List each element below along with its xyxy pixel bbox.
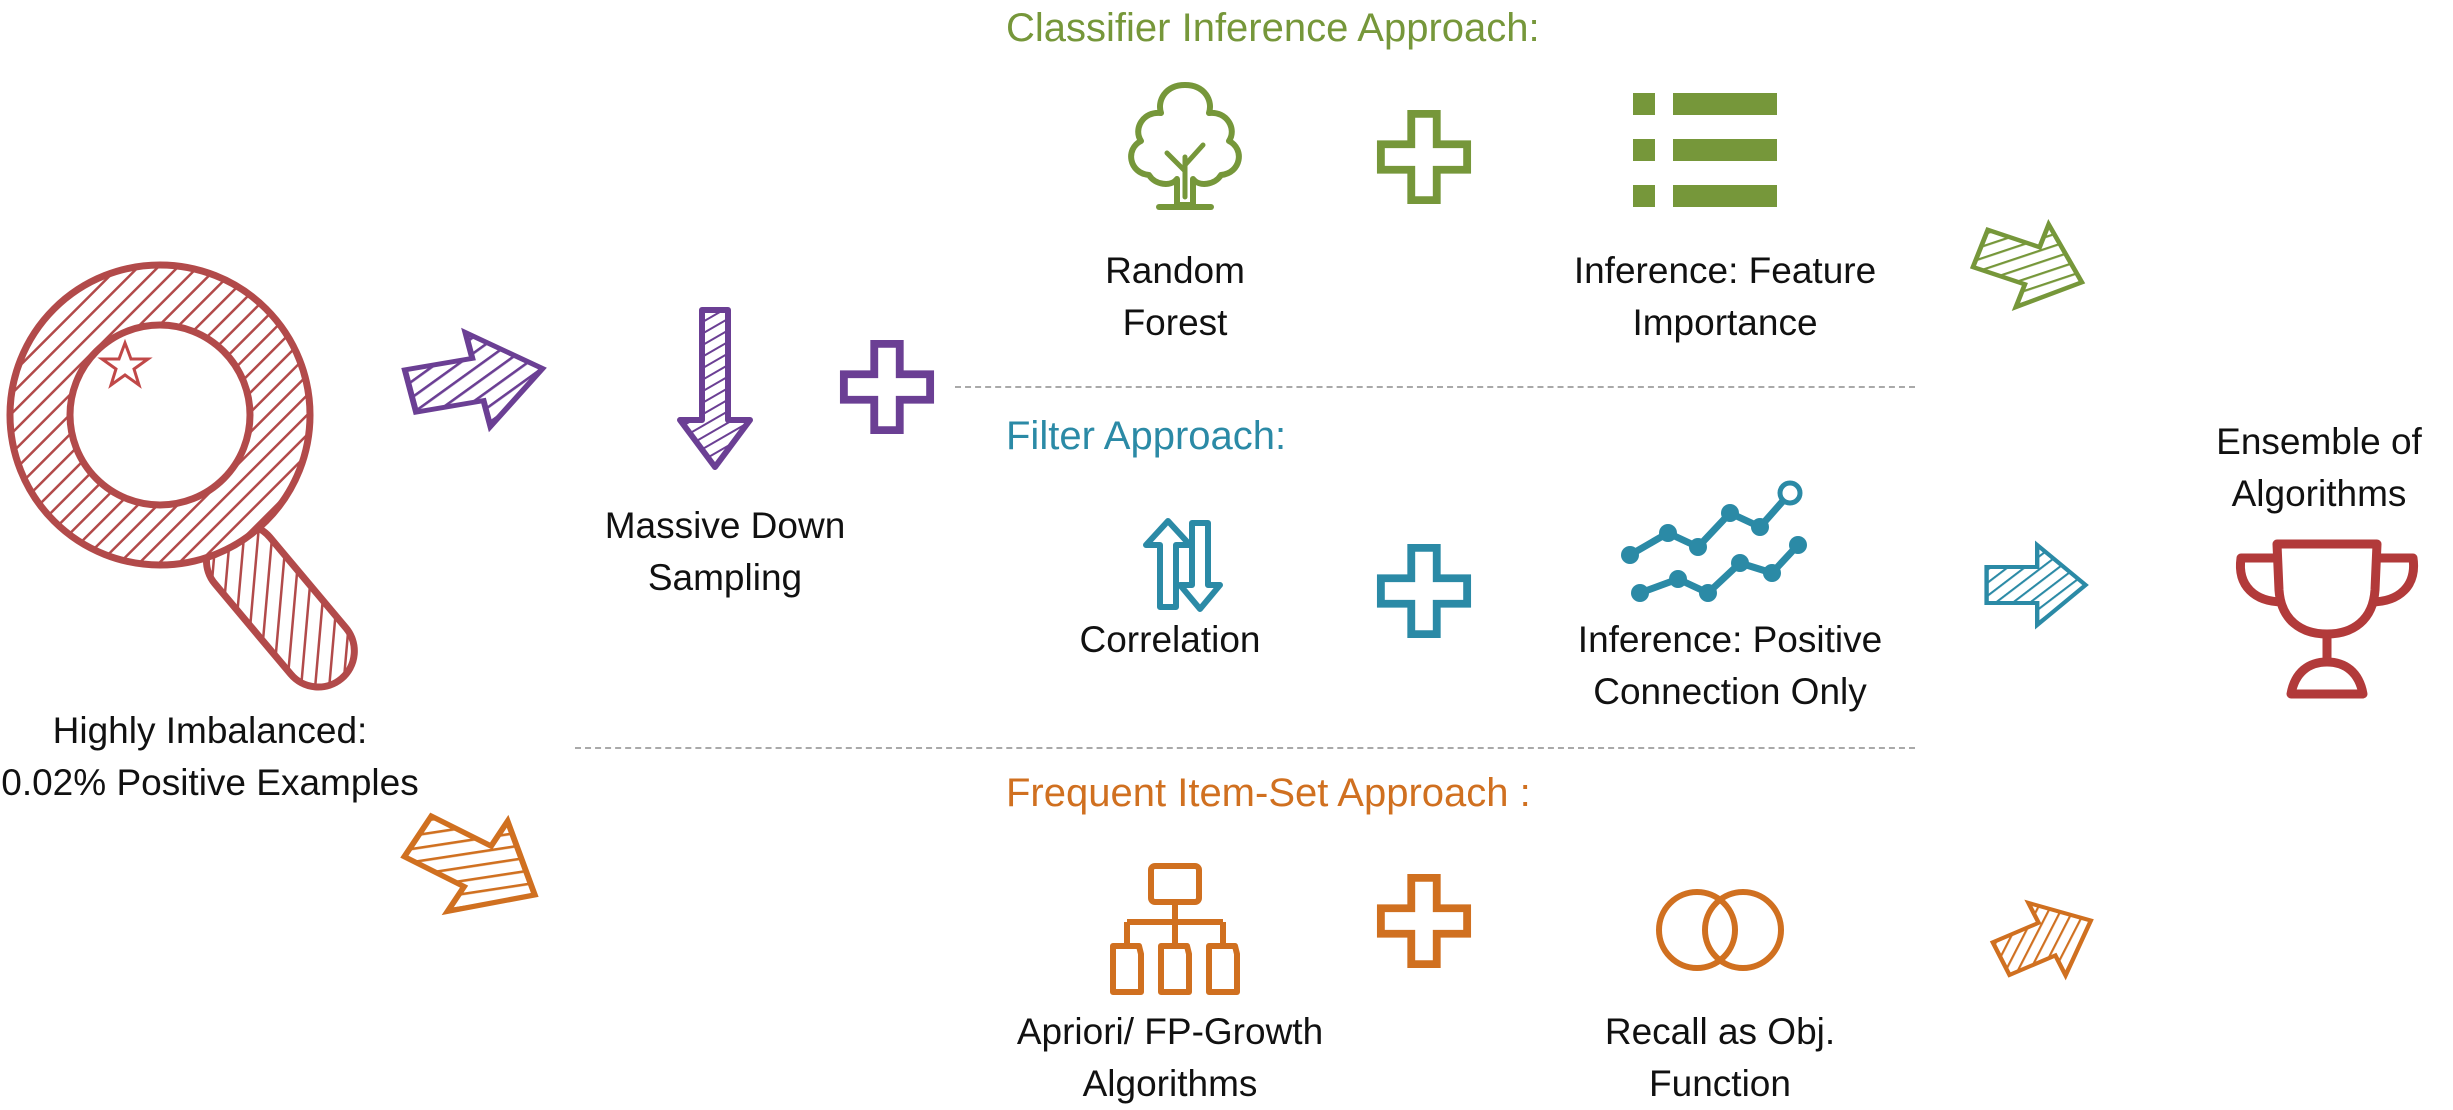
list-icon bbox=[1625, 85, 1785, 215]
plus-icon-purple bbox=[838, 338, 936, 436]
input-label-line2: 0.02% Positive Examples bbox=[1, 762, 419, 803]
down-arrow-icon bbox=[670, 305, 760, 475]
plus-icon-orange bbox=[1375, 872, 1473, 970]
separator bbox=[575, 747, 1915, 749]
right-arrow-icon bbox=[400, 320, 550, 440]
hierarchy-icon bbox=[1105, 860, 1245, 1000]
separator bbox=[955, 386, 1915, 388]
positive-connection-label: Inference: Positive Connection Only bbox=[1577, 619, 1883, 712]
trophy-icon bbox=[2225, 530, 2430, 705]
apriori-label: Apriori/ FP-Growth Algorithms bbox=[1016, 1011, 1324, 1104]
input-label: Highly Imbalanced: bbox=[52, 710, 368, 751]
right-arrow-icon-orange bbox=[1990, 890, 2100, 990]
frequent-itemset-heading: Frequent Item-Set Approach : bbox=[1006, 771, 1531, 815]
filter-approach-heading: Filter Approach: bbox=[1006, 414, 1287, 458]
tree-icon bbox=[1115, 75, 1255, 215]
classifier-approach-heading: Classifier Inference Approach: bbox=[1006, 6, 1540, 50]
rings-icon bbox=[1645, 880, 1795, 980]
correlation-label: Correlation bbox=[1079, 619, 1261, 660]
plus-icon-green bbox=[1375, 108, 1473, 206]
line-chart-icon bbox=[1620, 475, 1810, 615]
recall-objective-label: Recall as Obj. Function bbox=[1604, 1011, 1836, 1104]
up-down-arrows-icon bbox=[1130, 515, 1225, 615]
feature-importance-label: Inference: Feature Importance bbox=[1573, 250, 1877, 343]
down-right-arrow-icon bbox=[400, 800, 550, 930]
downsampling-label: Massive Down Sampling bbox=[604, 505, 846, 598]
plus-icon-teal bbox=[1375, 542, 1473, 640]
right-arrow-icon-green bbox=[1970, 210, 2090, 320]
ensemble-label: Ensemble of Algorithms bbox=[2216, 421, 2422, 514]
magnifier-icon bbox=[0, 261, 400, 691]
right-arrow-icon-teal bbox=[1980, 535, 2090, 635]
random-forest-label: Random Forest bbox=[1105, 250, 1245, 343]
